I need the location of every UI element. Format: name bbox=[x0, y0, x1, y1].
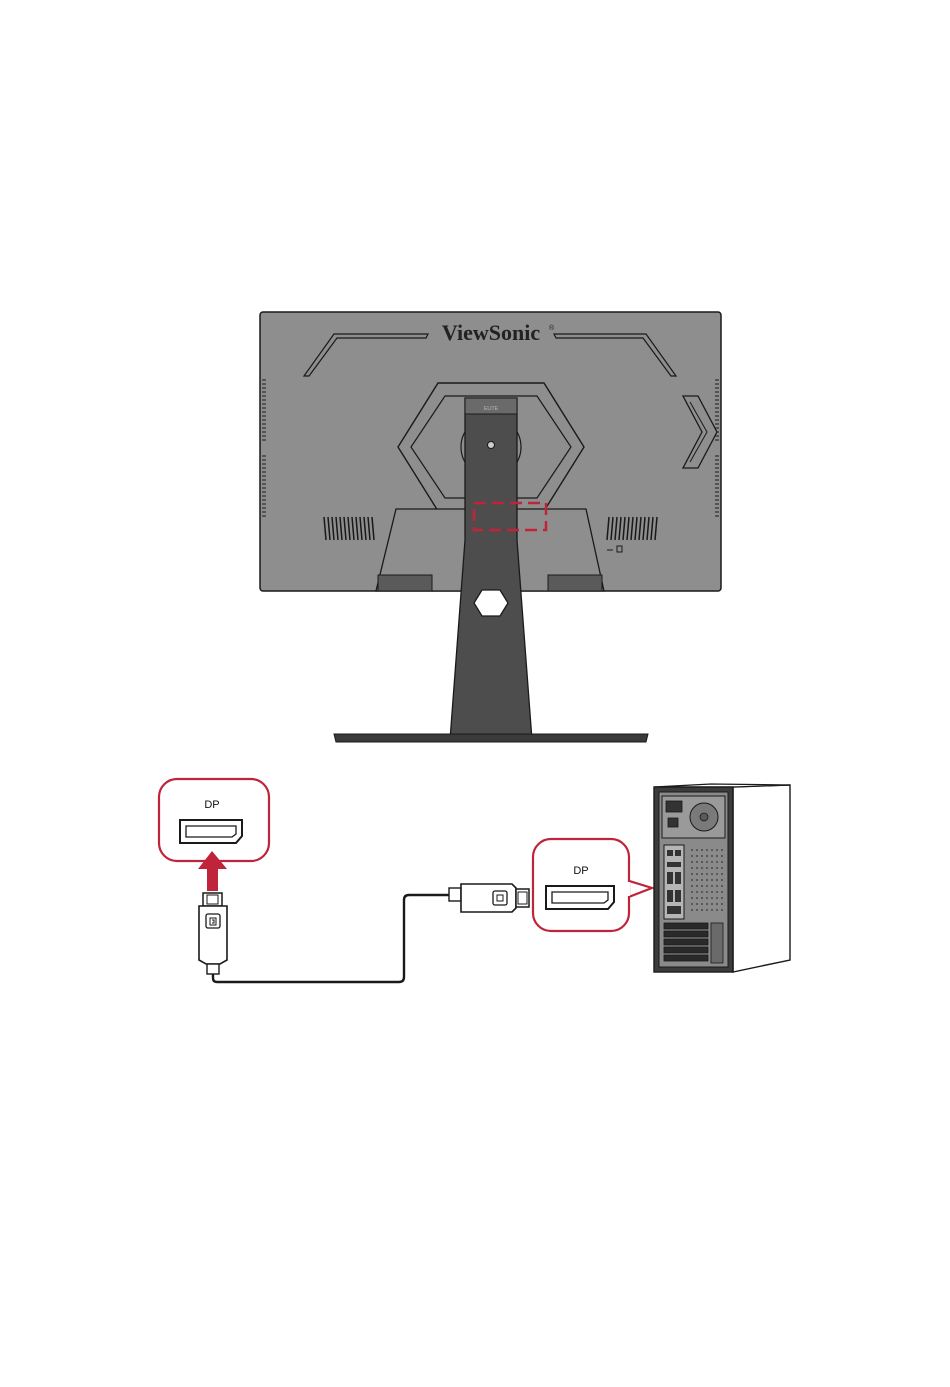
desktop-tower-pc-icon bbox=[654, 784, 790, 972]
cable-right-strain-relief bbox=[449, 888, 461, 901]
pc-io-port-1 bbox=[667, 850, 673, 856]
monitor-dp-callout: DP bbox=[159, 779, 269, 861]
pc-io-port-5 bbox=[675, 872, 681, 884]
cable-right-plug-body bbox=[461, 884, 516, 912]
cable-right-dp-logo-icon bbox=[493, 891, 507, 905]
displayport-cable-icon bbox=[199, 884, 529, 982]
cable-wire bbox=[213, 895, 450, 982]
pc-slot-bracket bbox=[711, 923, 723, 963]
cable-left-dp-logo-icon bbox=[206, 914, 220, 928]
pc-io-port-6 bbox=[667, 890, 673, 902]
stand-base bbox=[334, 734, 648, 742]
monitor-dp-label: DP bbox=[204, 799, 219, 811]
monitor-displayport-port-icon bbox=[180, 820, 242, 843]
cable-left-strain-relief bbox=[207, 964, 219, 974]
pc-power-switch bbox=[668, 818, 678, 827]
pc-psu-fan-hub bbox=[700, 813, 708, 821]
pc-io-port-8 bbox=[667, 906, 681, 914]
io-port-block-right bbox=[548, 575, 602, 591]
monitor-brand-logo: ViewSonic bbox=[442, 320, 540, 345]
monitor-rear-view: ViewSonic ® bbox=[260, 312, 721, 742]
pc-io-port-7 bbox=[675, 890, 681, 902]
pc-dp-label: DP bbox=[573, 865, 588, 877]
series-mark: ELITE bbox=[484, 406, 499, 412]
io-port-block-left bbox=[378, 575, 432, 591]
pc-side-panel bbox=[733, 785, 790, 972]
pc-dp-callout: DP bbox=[533, 839, 652, 931]
pc-io-port-3 bbox=[667, 862, 681, 867]
pc-expansion-slots bbox=[664, 923, 708, 961]
cable-management-hole bbox=[474, 590, 508, 616]
pc-io-port-4 bbox=[667, 872, 673, 884]
pc-power-socket bbox=[666, 801, 682, 812]
pc-displayport-port-icon bbox=[546, 886, 614, 909]
monitor-brand-registered: ® bbox=[549, 324, 555, 332]
pc-io-port-2 bbox=[675, 850, 681, 856]
stand-screw bbox=[488, 442, 495, 449]
pc-dp-callout-pointer-mask bbox=[624, 882, 630, 896]
